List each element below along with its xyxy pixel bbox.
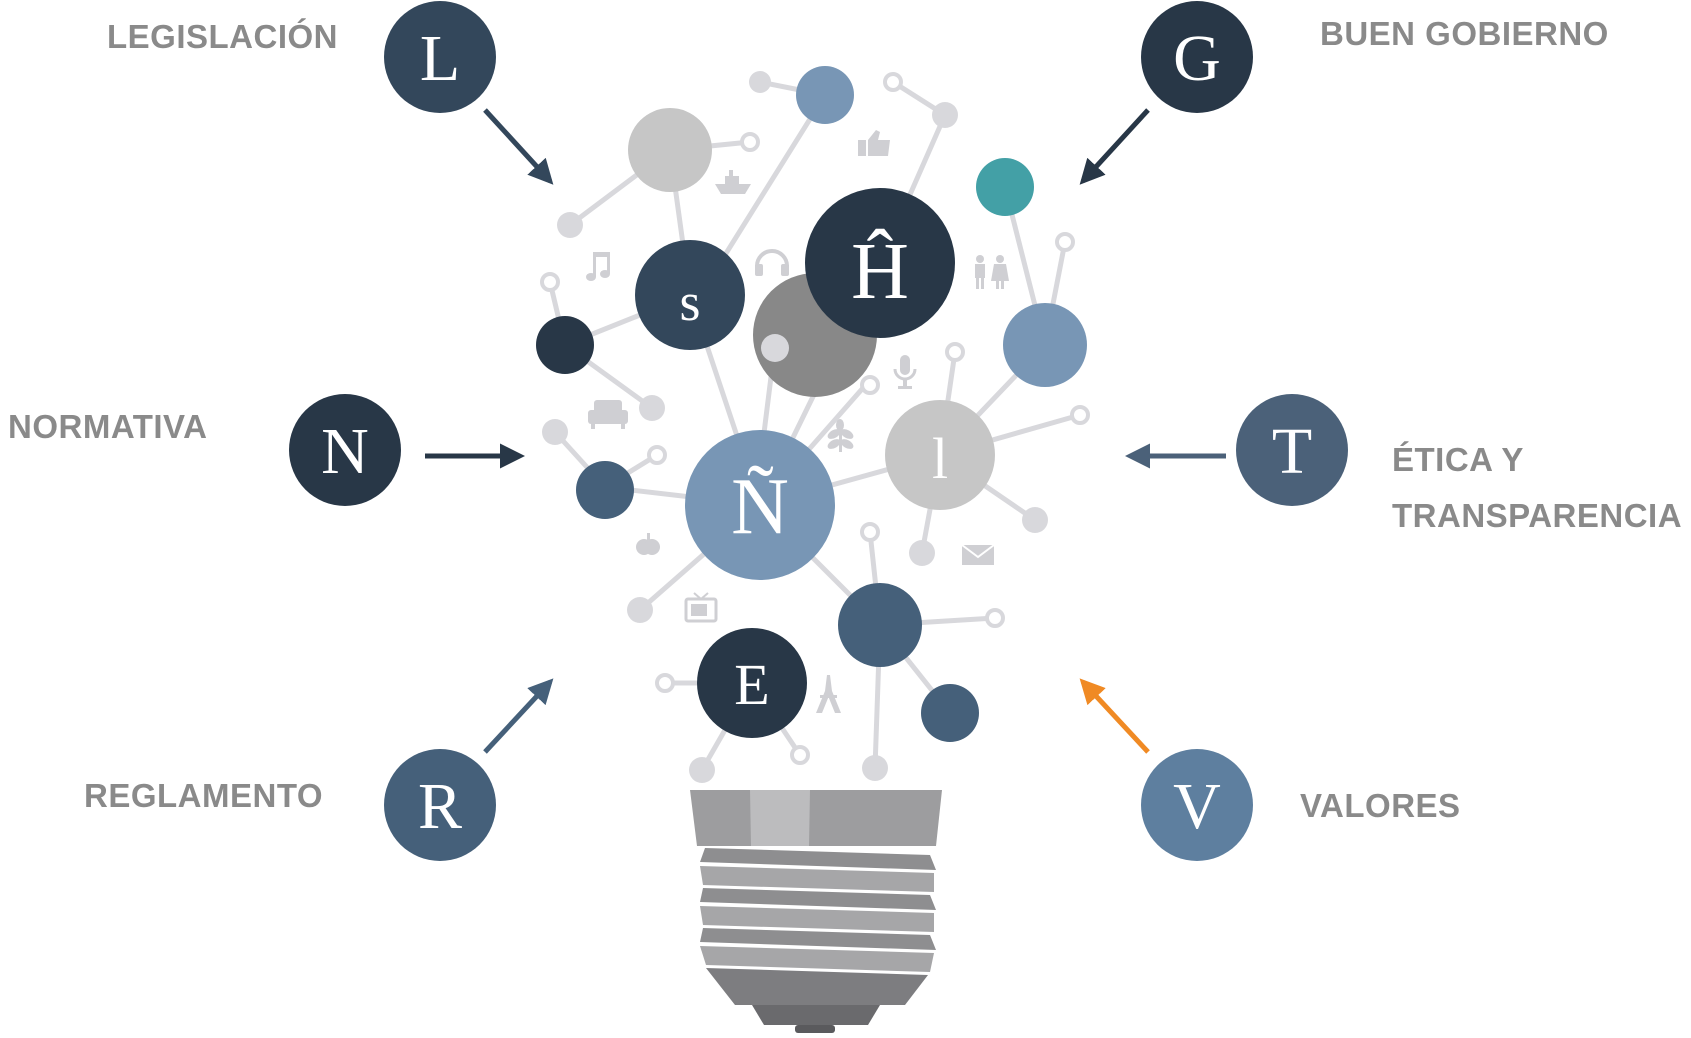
svg-text:V: V [1173, 770, 1221, 843]
music-icon [586, 252, 610, 281]
headphones-icon [755, 249, 789, 276]
network-dots [540, 71, 1090, 783]
bulb-letter-e: E [697, 628, 807, 738]
arrow-legislacion [483, 108, 554, 185]
arrow-reglamento [483, 678, 554, 754]
arrow-buen-gobierno [1079, 108, 1150, 185]
label-etica: ÉTICA Y TRANSPARENCIA [1392, 432, 1682, 544]
concept-circle-R: R [384, 749, 496, 861]
label-reglamento: REGLAMENTO [84, 777, 324, 814]
label-etica-line-1: ÉTICA Y [1392, 441, 1524, 478]
svg-text:T: T [1272, 415, 1312, 488]
leaf-icon [827, 419, 854, 452]
sofa-icon [588, 400, 628, 429]
bulb-base [690, 790, 942, 1033]
network-circles [536, 66, 1087, 742]
concept-circle-N: N [289, 394, 401, 506]
svg-text:L: L [420, 22, 460, 95]
concept-circle-V: V [1141, 749, 1253, 861]
label-legislacion: LEGISLACIÓN [107, 18, 339, 55]
concept-circle-G: G [1141, 1, 1253, 113]
svg-text:E: E [734, 652, 769, 717]
mail-icon [961, 544, 995, 565]
concept-circle-T: T [1236, 394, 1348, 506]
apple-icon [636, 533, 660, 555]
svg-text:s: s [679, 272, 700, 332]
arrow-valores [1079, 678, 1150, 754]
svg-text:l: l [932, 426, 948, 491]
label-buen-gobierno: BUEN GOBIERNO [1320, 15, 1609, 52]
svg-text:N: N [321, 415, 369, 488]
label-valores: VALORES [1300, 787, 1461, 824]
bulb-letter-s: s [635, 240, 745, 350]
tv-icon [684, 592, 718, 623]
eiffel-tower-icon [816, 675, 841, 713]
svg-text:Ĥ: Ĥ [851, 228, 909, 316]
label-etica-line-2: TRANSPARENCIA [1392, 497, 1683, 534]
bulb-letter-n: Ñ [685, 430, 835, 580]
couple-icon [975, 255, 1009, 289]
microphone-icon [893, 355, 917, 389]
concept-circle-L: L [384, 1, 496, 113]
bulb-letter-l: l [885, 400, 995, 510]
svg-text:Ñ: Ñ [731, 463, 789, 551]
ship-icon [715, 170, 751, 194]
bulb-letter-h: Ĥ [805, 188, 955, 338]
thumbs-up-icon [858, 130, 890, 156]
svg-text:G: G [1173, 22, 1221, 95]
label-normativa: NORMATIVA [8, 408, 208, 445]
svg-text:R: R [418, 770, 462, 843]
